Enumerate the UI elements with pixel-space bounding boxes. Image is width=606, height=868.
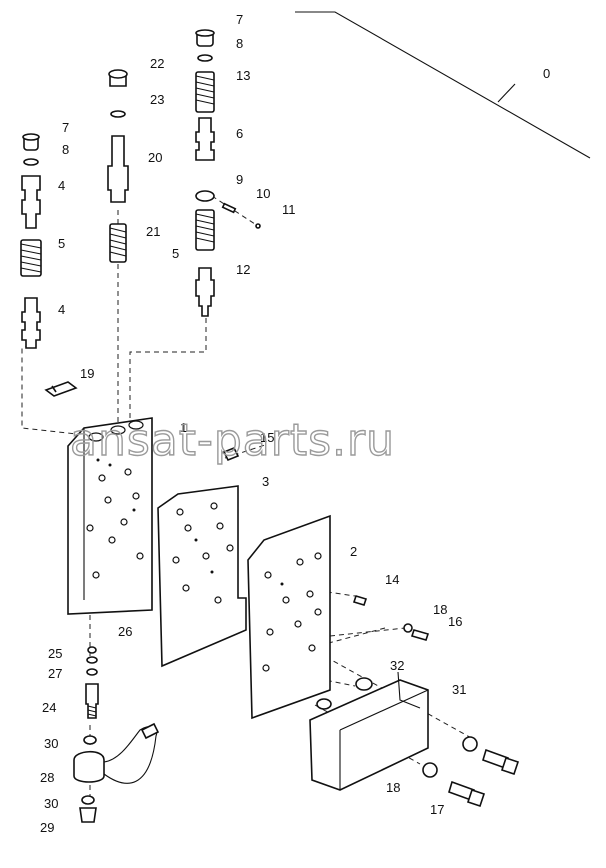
- callout-1: 1: [180, 420, 187, 435]
- callout-labels: 0 1 2 3 4 4 5 5 6 7 7 8 8 9 10 11 12 13 …: [40, 12, 550, 835]
- valve-body-part-1: [67, 417, 153, 615]
- callout-14: 14: [385, 572, 399, 587]
- left-valve-stack: [20, 133, 42, 349]
- fasteners: [352, 595, 520, 808]
- callout-30-upper: 30: [44, 736, 58, 751]
- separator-plate-part-3: [157, 485, 247, 668]
- callout-23: 23: [150, 92, 164, 107]
- callout-26: 26: [118, 624, 132, 639]
- cover-part-31: [309, 671, 429, 791]
- clip-part-19: [44, 381, 78, 397]
- right-valve-stack: [195, 29, 261, 317]
- callout-7-right: 7: [236, 12, 243, 27]
- assembly-bracket: [295, 11, 591, 159]
- callout-4-lower: 4: [58, 302, 65, 317]
- plate-part-2: [247, 514, 331, 720]
- callout-6: 6: [236, 126, 243, 141]
- callout-3: 3: [262, 474, 269, 489]
- callout-9: 9: [236, 172, 243, 187]
- callout-20: 20: [148, 150, 162, 165]
- callout-31: 31: [452, 682, 466, 697]
- callout-32: 32: [390, 658, 404, 673]
- callout-5-left: 5: [58, 236, 65, 251]
- callout-2: 2: [350, 544, 357, 559]
- callout-25: 25: [48, 646, 62, 661]
- callout-12: 12: [236, 262, 250, 277]
- callout-29: 29: [40, 820, 54, 835]
- callout-7-left: 7: [62, 120, 69, 135]
- callout-5-right: 5: [172, 246, 179, 261]
- callout-11: 11: [282, 202, 296, 217]
- callout-21: 21: [146, 224, 160, 239]
- callout-8-right: 8: [236, 36, 243, 51]
- callout-24: 24: [42, 700, 56, 715]
- callout-18-lower: 18: [386, 780, 400, 795]
- callout-28: 28: [40, 770, 54, 785]
- callout-13: 13: [236, 68, 250, 83]
- callout-10: 10: [256, 186, 270, 201]
- watermark-text: ansat-parts.ru: [70, 415, 395, 466]
- callout-17: 17: [430, 802, 444, 817]
- callout-8-left: 8: [62, 142, 69, 157]
- callout-15: 15: [260, 430, 274, 445]
- callout-22: 22: [150, 56, 164, 71]
- callout-4-upper: 4: [58, 178, 65, 193]
- solenoid-assembly: [73, 646, 160, 823]
- callout-30-lower: 30: [44, 796, 58, 811]
- callout-18-upper: 18: [433, 602, 447, 617]
- callout-19: 19: [80, 366, 94, 381]
- callout-16: 16: [448, 614, 462, 629]
- middle-valve-stack: [107, 69, 129, 263]
- callout-27: 27: [48, 666, 62, 681]
- spacer-part-32: [316, 677, 373, 710]
- callout-0: 0: [543, 66, 550, 81]
- plug-part-15: [222, 446, 240, 462]
